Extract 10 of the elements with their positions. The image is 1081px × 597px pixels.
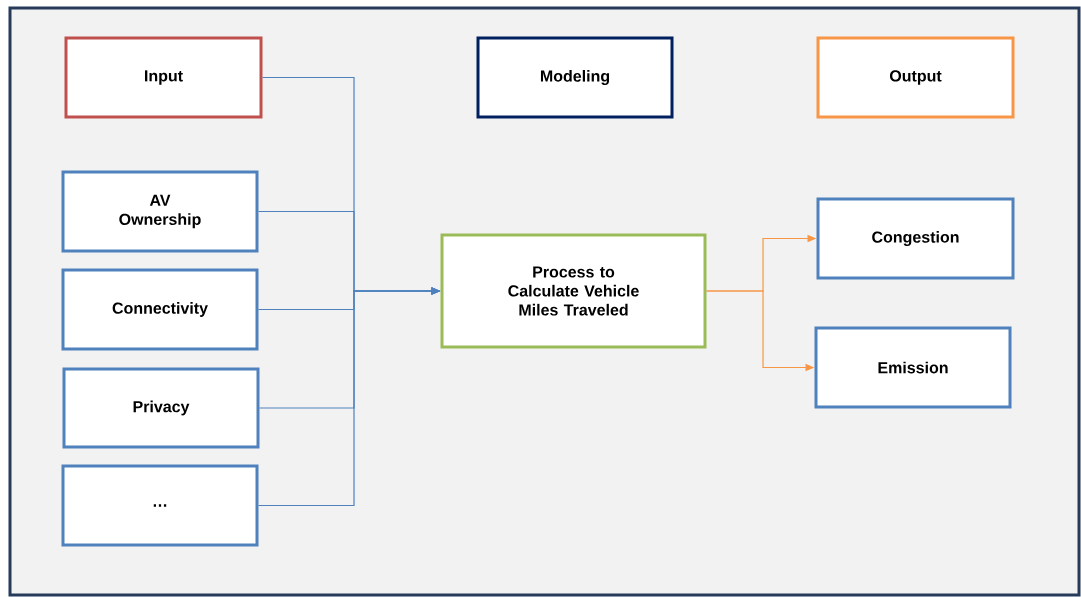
heading-box: Modeling (476, 36, 674, 119)
box: Privacy (62, 367, 260, 449)
box: Congestion (816, 197, 1015, 280)
heading-box: Output (816, 36, 1015, 119)
process-box: Process to Calculate Vehicle Miles Traveled (440, 233, 707, 349)
box: … (61, 464, 259, 547)
heading-box: Input (64, 36, 263, 119)
box: Connectivity (61, 268, 259, 351)
box: AV Ownership (61, 170, 259, 253)
box: Emission (814, 326, 1012, 409)
